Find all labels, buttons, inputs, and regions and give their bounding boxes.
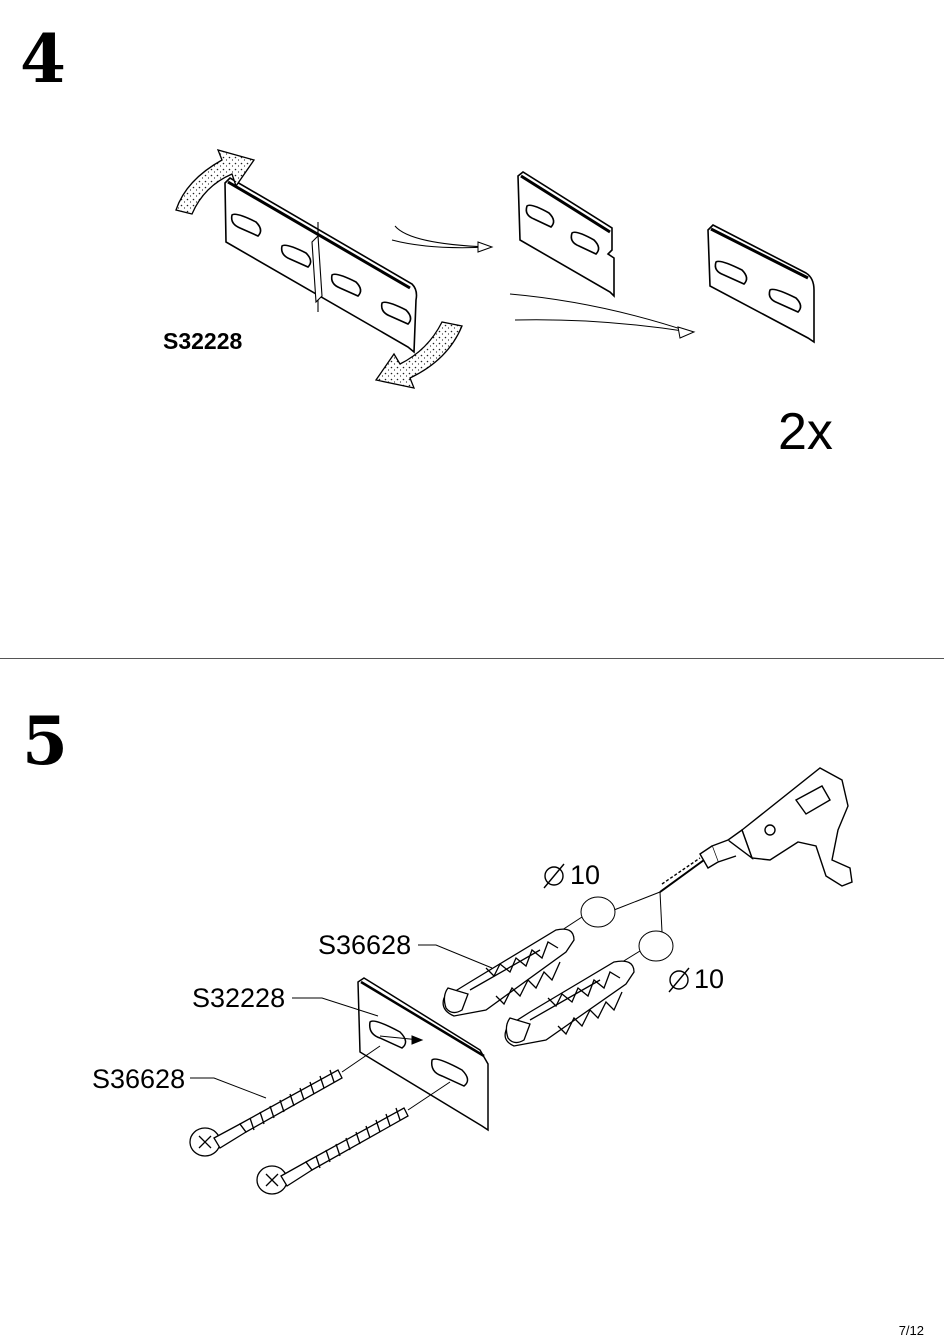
step-5-number: 5 (22, 708, 66, 774)
page-number: 7/12 (899, 1323, 924, 1338)
bracket-icon (358, 978, 488, 1130)
drill-icon (660, 768, 852, 892)
screw-guide-lines (342, 1036, 450, 1110)
wall-plug-icon (443, 929, 574, 1016)
screw-icon (257, 1108, 408, 1194)
callout-bracket: S32228 (192, 985, 285, 1012)
callout-leader-lines (190, 945, 492, 1098)
step-4-part-label: S32228 (163, 330, 242, 353)
short-bracket-left (518, 172, 614, 296)
long-bracket (225, 178, 417, 352)
wall-plug-icon (505, 961, 634, 1046)
callout-wall-plug: S36628 (318, 932, 411, 959)
step-4-quantity: 2x (778, 406, 833, 458)
callout-screw: S36628 (92, 1066, 185, 1093)
short-bracket-right (708, 225, 814, 342)
step-4-illustration (0, 0, 950, 660)
diameter-symbol-icon (669, 968, 689, 992)
diameter-symbol-icon (544, 864, 564, 888)
section-divider (0, 658, 944, 659)
screw-icon (190, 1070, 342, 1156)
drill-guide-lines (470, 892, 673, 1020)
drill-diameter-label-1: 10 (570, 862, 600, 889)
drill-diameter-label-2: 10 (694, 966, 724, 993)
